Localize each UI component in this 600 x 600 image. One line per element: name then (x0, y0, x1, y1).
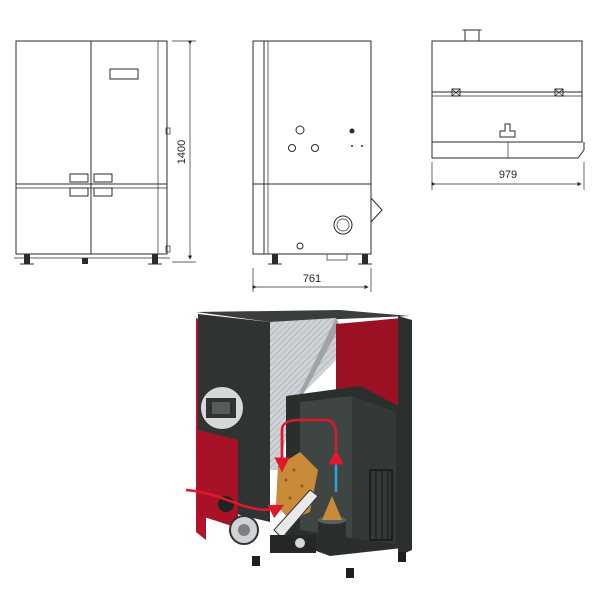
lower-red-panel (198, 430, 238, 528)
width-dimension-label: 979 (499, 169, 517, 181)
side-view: 761 (252, 40, 383, 292)
door-handle-icon (69, 187, 89, 197)
side-feet (268, 254, 372, 265)
door-handle-icon (69, 173, 89, 183)
burner-pot (318, 520, 346, 546)
flow-arrow-icon (185, 488, 285, 519)
front-view: 1400 (14, 40, 196, 265)
top-flue-collar (464, 29, 480, 42)
depth-dimension-label: 761 (303, 273, 321, 285)
top-view: 979 (431, 29, 585, 190)
door-handle-icon (93, 187, 113, 197)
front-feet (20, 254, 162, 265)
cutaway-illustration (185, 310, 412, 578)
flame-pellets (322, 496, 342, 520)
heat-exchanger (369, 469, 393, 541)
hinge-icon (451, 88, 461, 97)
door-handle-icon (93, 173, 113, 183)
side-hatch (370, 197, 383, 223)
top-connector (499, 123, 516, 138)
height-dimension-label: 1400 (176, 140, 188, 164)
front-display-window (109, 68, 139, 80)
flue-outlet (333, 215, 353, 235)
side-port (295, 125, 305, 135)
top-base-plinth (431, 142, 585, 159)
hinge-icon (554, 88, 564, 97)
cutaway-lid (196, 310, 410, 322)
drive-unit (270, 535, 316, 553)
flow-arrow-icon (280, 418, 338, 470)
